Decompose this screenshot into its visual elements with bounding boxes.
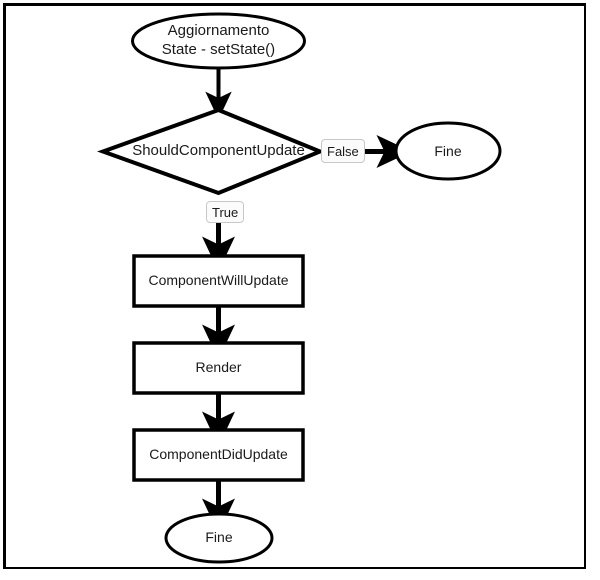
node-end-true-ellipse: [164, 512, 274, 564]
node-component-did-update-box: [132, 428, 305, 482]
node-end-false-ellipse: [394, 121, 502, 181]
node-component-will-update-box: [132, 254, 305, 308]
edge-label-true: True: [206, 201, 245, 223]
edge-label-false: False: [321, 139, 365, 163]
node-decision-diamond: [97, 107, 326, 196]
node-render-box: [132, 341, 305, 395]
node-start-ellipse: [131, 12, 306, 70]
